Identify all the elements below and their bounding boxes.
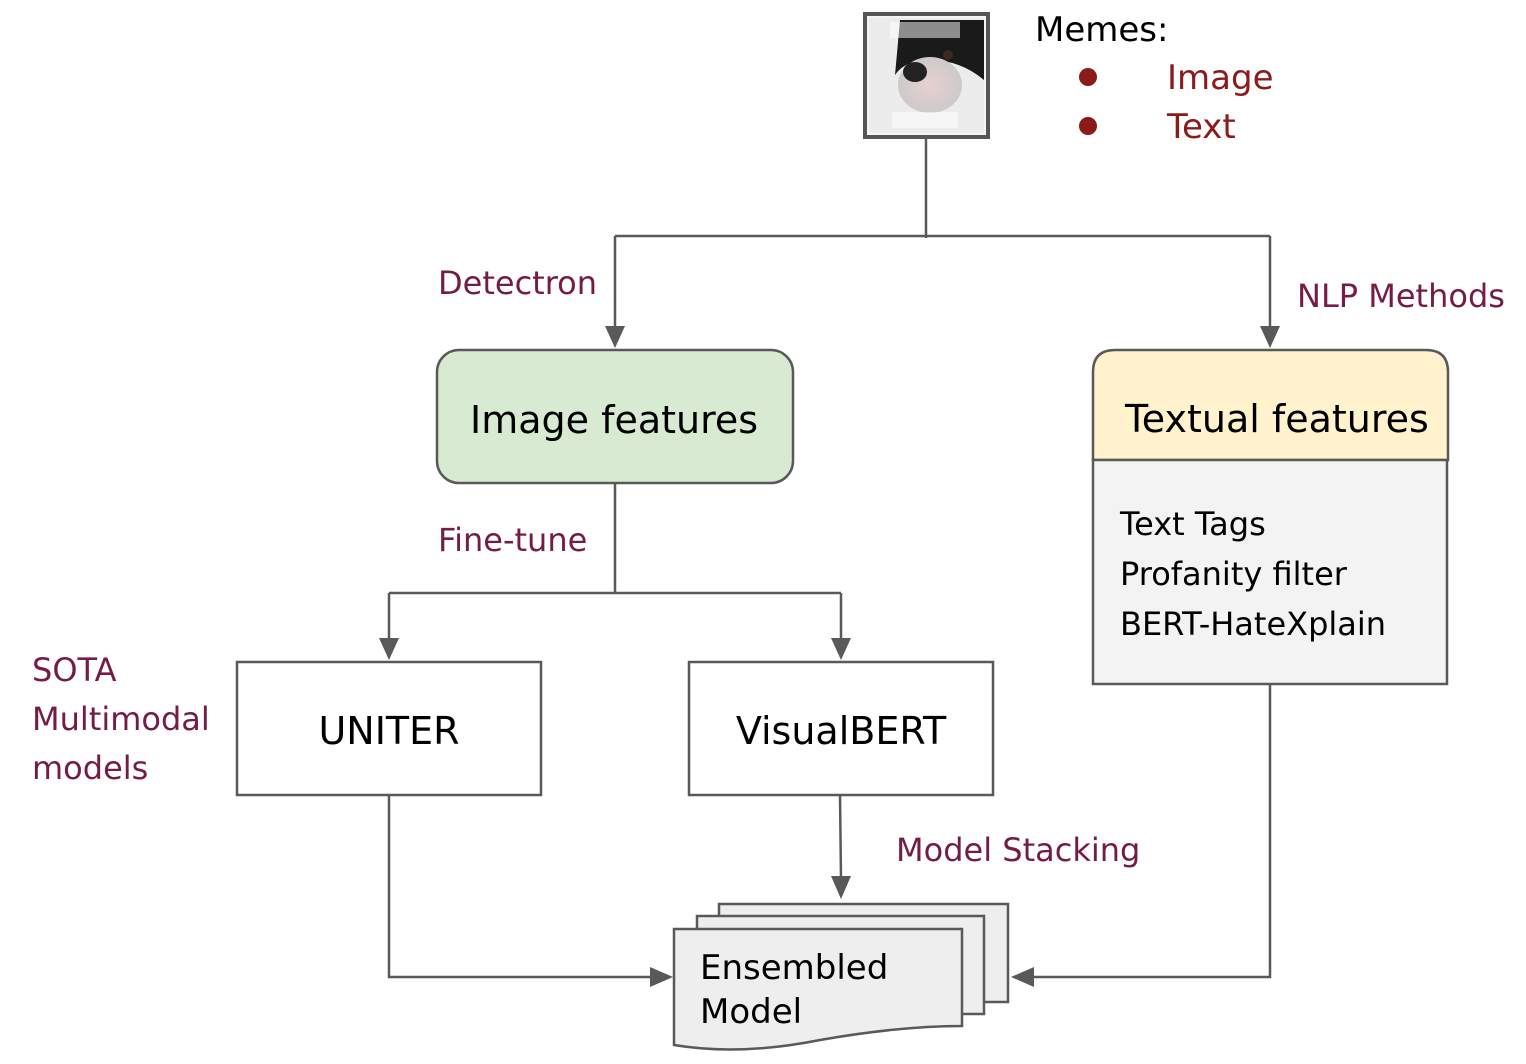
ensembled-label: Model (700, 992, 802, 1032)
label-fine-tune: Fine-tune (438, 521, 587, 559)
label-detectron: Detectron (438, 264, 597, 302)
label-nlp-methods: NLP Methods (1297, 277, 1505, 315)
arrow-left-icon (1011, 967, 1034, 987)
image-features-node: Image features (435, 348, 795, 485)
arrow-down-icon (379, 638, 399, 660)
ensembled-model-node: Ensembled Model (672, 902, 1010, 1051)
label-model-stacking: Model Stacking (896, 831, 1140, 869)
side-label-line: models (32, 749, 148, 787)
image-features-label: Image features (470, 398, 758, 442)
meme-image (863, 12, 990, 139)
side-label-line: Multimodal (32, 700, 210, 738)
bullet-icon (1079, 68, 1097, 86)
uniter-node: UNITER (235, 660, 543, 797)
bullet-icon (1079, 117, 1097, 135)
arrow-down-icon (831, 876, 851, 899)
uniter-label: UNITER (318, 709, 459, 753)
connector-to-ensemble (387, 684, 1272, 987)
arrow-down-icon (831, 638, 851, 660)
meme-item-image: Image (1167, 58, 1273, 98)
meme-item-text: Text (1166, 107, 1236, 147)
connector-meme-split (605, 137, 1280, 348)
textual-features-label: Textual features (1124, 397, 1429, 441)
connector-finetune-split (379, 483, 851, 660)
visualbert-node: VisualBERT (687, 660, 995, 797)
textual-item: Profanity filter (1120, 555, 1348, 593)
visualbert-label: VisualBERT (736, 709, 947, 753)
memes-title: Memes: (1035, 10, 1168, 50)
side-label-line: SOTA (32, 651, 117, 689)
ensembled-label: Ensembled (700, 948, 888, 988)
textual-item: BERT-HateXplain (1120, 605, 1386, 643)
textual-features-node: Textual features Text Tags Profanity fil… (1091, 348, 1450, 686)
arrow-right-icon (650, 967, 673, 987)
arrow-down-icon (605, 326, 625, 348)
arrow-down-icon (1260, 326, 1280, 348)
textual-item: Text Tags (1119, 505, 1266, 543)
